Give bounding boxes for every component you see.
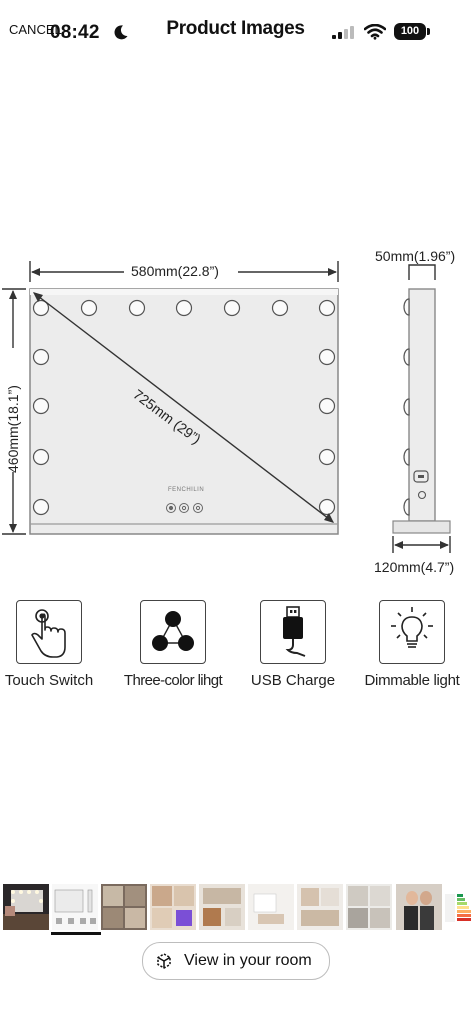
width-dimension-arrow: [29, 261, 339, 282]
status-bar: CANCEL 08:42 Product Images 100: [0, 0, 471, 60]
thumbnail-1[interactable]: [3, 884, 49, 930]
feature-label: USB Charge: [250, 672, 336, 689]
feature-touch-switch: Touch Switch: [0, 600, 109, 689]
diagonal-dimension-arrow: [33, 292, 334, 523]
cancel-button[interactable]: CANCEL: [9, 22, 62, 37]
thumbnail-7[interactable]: [297, 884, 343, 930]
battery-icon: 100: [394, 23, 426, 40]
selected-thumbnail-indicator: [51, 932, 101, 935]
clock-time: 08:42: [50, 22, 100, 43]
feature-label: Three-color lihgt: [123, 672, 223, 689]
thumbnail-image: [248, 884, 294, 930]
ar-cube-icon: [157, 953, 171, 969]
feature-label: Touch Switch: [4, 672, 94, 689]
thumbnail-image: [346, 884, 392, 930]
mirror-bulbs: [32, 299, 336, 516]
thumbnail-9[interactable]: [396, 884, 442, 930]
feature-usb-charge: USB Charge: [233, 600, 353, 689]
feature-three-color: Three-color lihgt: [113, 600, 233, 689]
thumbnail-strip[interactable]: [0, 884, 471, 934]
thumbnail-4[interactable]: [150, 884, 196, 930]
feature-list: Touch Switch Three-color lihgt: [0, 600, 471, 700]
thumbnail-image: [199, 884, 245, 930]
height-label: 460mm(18.1”): [5, 385, 21, 473]
moon-icon: [114, 25, 128, 40]
signal-icon: [332, 26, 354, 39]
thumbnail-8[interactable]: [346, 884, 392, 930]
wifi-icon: [364, 24, 386, 40]
page-title: Product Images: [166, 18, 305, 39]
dimmable-bulb-icon: [391, 607, 433, 648]
thumbnail-image: [3, 884, 49, 930]
mirror-touch-buttons: [166, 503, 203, 513]
thumbnail-image: [297, 884, 343, 930]
touch-switch-icon: [31, 609, 66, 658]
thumbnail-3[interactable]: [101, 884, 147, 930]
mirror-side-view: [392, 264, 451, 553]
product-image[interactable]: 580mm(22.8”) 460mm(18.1”) 725mm (29”) 50…: [0, 240, 471, 700]
thumbnail-5[interactable]: [199, 884, 245, 930]
feature-label: Dimmable light: [364, 672, 460, 689]
energy-label-image: [445, 884, 471, 930]
thumbnail-image: [101, 884, 147, 930]
depth-label: 50mm(1.96”): [375, 248, 456, 264]
view-in-room-button[interactable]: View in your room: [142, 942, 330, 980]
mirror-dimension-diagram: [2, 261, 451, 553]
feature-dimmable: Dimmable light: [352, 600, 471, 689]
view-in-room-label: View in your room: [184, 952, 312, 969]
height-dimension-arrow: [2, 288, 26, 535]
thumbnail-2[interactable]: [52, 884, 98, 930]
usb-icon: [283, 606, 306, 657]
brand-logo: FENCHILIN: [168, 487, 205, 493]
base-label: 120mm(4.7”): [374, 559, 455, 575]
thumbnail-image: [52, 884, 98, 930]
thumbnail-image: [396, 884, 442, 930]
thumbnail-10[interactable]: [445, 884, 471, 930]
thumbnail-image: [150, 884, 196, 930]
battery-tip: [427, 28, 430, 35]
three-color-icon: [152, 611, 194, 651]
thumbnail-6[interactable]: [248, 884, 294, 930]
width-label: 580mm(22.8”): [131, 263, 219, 279]
